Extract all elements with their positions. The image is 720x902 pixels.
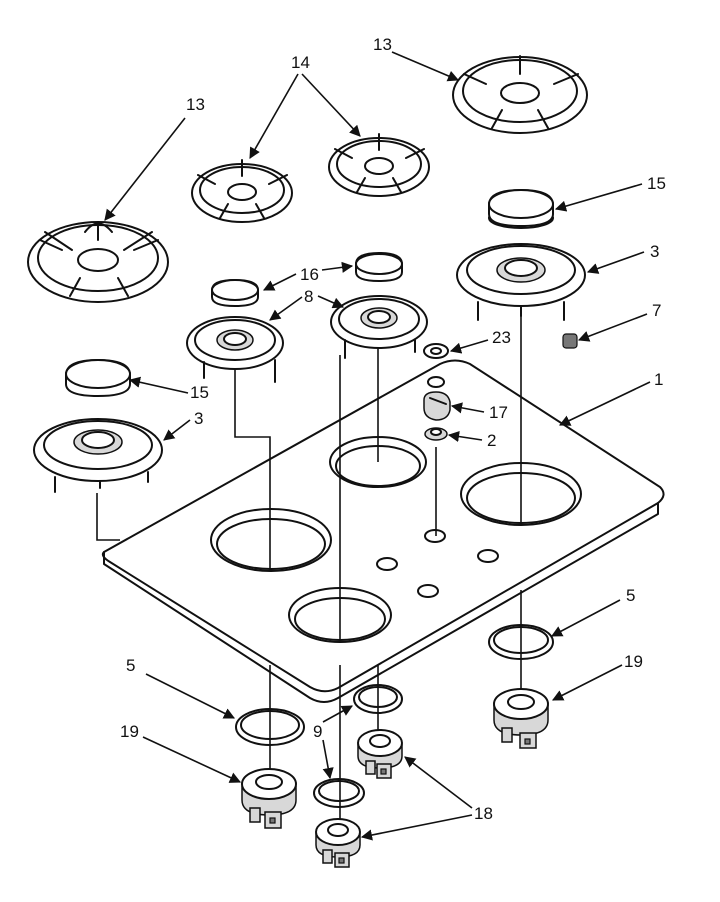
small-knob xyxy=(562,333,578,349)
callout-18: 18 xyxy=(474,804,493,823)
callout-3-left: 3 xyxy=(194,409,203,428)
burner-hole-left xyxy=(210,508,332,572)
callout-15-right: 15 xyxy=(647,174,666,193)
callout-17: 17 xyxy=(489,403,508,422)
cooktop-panel xyxy=(101,359,665,703)
ring-center-upper xyxy=(353,684,403,714)
head-right xyxy=(493,688,549,749)
callout-13-left: 13 xyxy=(186,95,205,114)
callout-19-left: 19 xyxy=(120,722,139,741)
leader-lines xyxy=(104,51,651,841)
callout-23: 23 xyxy=(492,328,511,347)
callout-2: 2 xyxy=(487,431,496,450)
ring-left xyxy=(235,708,305,746)
callout-5-right: 5 xyxy=(626,586,635,605)
callout-5-left: 5 xyxy=(126,656,135,675)
callout-13-right: 13 xyxy=(373,35,392,54)
head-left xyxy=(241,768,297,829)
control-knob xyxy=(423,391,451,421)
callout-1: 1 xyxy=(654,370,663,389)
spring-clip xyxy=(424,427,448,441)
bezel xyxy=(423,343,449,388)
control-holes xyxy=(376,529,499,598)
head-center-lower xyxy=(315,818,361,868)
grate-center-left xyxy=(191,159,293,223)
cap-center-left xyxy=(211,278,259,308)
base-right xyxy=(456,243,586,321)
callout-16: 16 xyxy=(300,265,319,284)
grate-center-right xyxy=(328,133,430,197)
callout-15-left: 15 xyxy=(190,383,209,402)
callout-14: 14 xyxy=(291,53,310,72)
callout-3-right: 3 xyxy=(650,242,659,261)
ring-center-lower xyxy=(313,778,365,808)
base-center-left xyxy=(186,316,284,383)
cap-center-right xyxy=(355,251,403,283)
callout-labels: 13 14 13 15 3 16 8 7 23 1 17 2 15 3 5 19… xyxy=(120,35,666,823)
callout-9: 9 xyxy=(313,722,322,741)
assembly-lines xyxy=(96,290,522,830)
cap-right xyxy=(488,188,554,229)
callout-19-right: 19 xyxy=(624,652,643,671)
callout-8: 8 xyxy=(304,287,313,306)
base-center-right xyxy=(330,295,428,359)
head-center-upper xyxy=(357,729,403,779)
grate-left xyxy=(27,221,169,303)
grate-right xyxy=(452,55,588,134)
callout-7: 7 xyxy=(652,301,661,320)
ring-right xyxy=(488,624,554,660)
cap-left xyxy=(65,358,131,398)
base-left xyxy=(33,418,163,493)
